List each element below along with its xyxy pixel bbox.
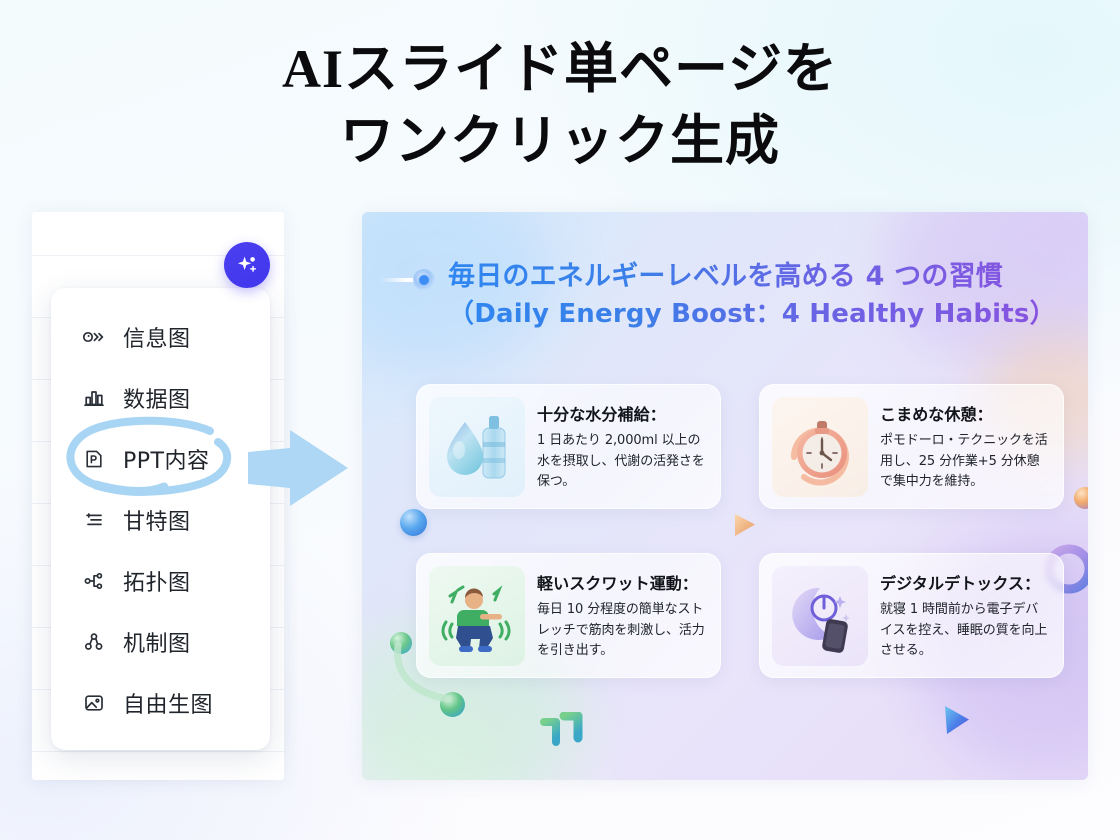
- menu-item-infographic[interactable]: 信息图: [51, 306, 270, 367]
- water-drop-bottle-icon: [429, 397, 525, 497]
- menu-item-data-chart[interactable]: 数据图: [51, 367, 270, 428]
- menu-item-label: 信息图: [123, 326, 191, 352]
- menu-item-gantt-chart[interactable]: 甘特图: [51, 489, 270, 550]
- image-icon: [81, 690, 107, 716]
- stopwatch-icon: [772, 397, 868, 497]
- habit-card[interactable]: デジタルデトックス： 就寝 1 時間前から電子デバイスを控え、睡眠の質を向上させ…: [759, 553, 1064, 678]
- menu-item-label: 甘特图: [123, 509, 191, 535]
- squat-exercise-icon: [429, 566, 525, 666]
- green-curve-decoration: [394, 641, 452, 703]
- topology-icon: [81, 568, 107, 594]
- habit-card[interactable]: こまめな休憩： ポモドーロ・テクニックを活用し、25 分作業+5 分休憩で集中力…: [759, 384, 1064, 509]
- water-illustration: [447, 416, 506, 479]
- sparkle-plus-icon: [237, 256, 256, 272]
- slide-title-block: 毎日のエネルギーレベルを高める 4 つの習慣 （Daily Energy Boo…: [380, 258, 1062, 333]
- habit-card-desc: ポモドーロ・テクニックを活用し、25 分作業+5 分休憩で集中力を維持。: [880, 433, 1048, 490]
- orange-triangle-decoration: [735, 514, 755, 536]
- digital-detox-illustration: [792, 587, 850, 653]
- squat-illustration: [441, 585, 511, 652]
- ai-sparkle-button[interactable]: [224, 242, 270, 288]
- habit-card-title: 軽いスクワット運動：: [537, 574, 699, 593]
- menu-item-mechanism[interactable]: 机制图: [51, 611, 270, 672]
- page-title-line1: AIスライド単ページを: [282, 39, 838, 99]
- menu-item-label: 拓扑图: [123, 570, 191, 596]
- orange-sphere-decoration: [1074, 487, 1088, 509]
- habit-card-title: 十分な水分補給：: [537, 405, 666, 424]
- editor-row: [32, 212, 284, 256]
- menu-item-free-image[interactable]: 自由生图: [51, 672, 270, 733]
- menu-item-label: 机制图: [123, 631, 191, 657]
- title-bullet-dot-icon: [413, 269, 435, 291]
- habit-card-title: こまめな休憩：: [880, 405, 993, 424]
- bar-chart-icon: [81, 385, 107, 411]
- habit-cards-grid: 十分な水分補給： 1 日あたり 2,000ml 以上の水を摂取し、代謝の活発さを…: [416, 384, 1064, 678]
- menu-item-ppt-content[interactable]: PPT内容: [51, 428, 270, 489]
- menu-item-topology[interactable]: 拓扑图: [51, 550, 270, 611]
- habit-card[interactable]: 軽いスクワット運動： 毎日 10 分程度の簡単なストレッチで筋肉を刺激し、活力を…: [416, 553, 721, 678]
- green-chevron-decoration: [540, 712, 583, 746]
- editor-row: [32, 690, 284, 752]
- pointer-arrow-right-icon: [248, 430, 348, 506]
- slide-title-main: 毎日のエネルギーレベルを高める 4 つの習慣: [448, 258, 1056, 296]
- habit-card[interactable]: 十分な水分補給： 1 日あたり 2,000ml 以上の水を摂取し、代謝の活発さを…: [416, 384, 721, 509]
- slide-preview[interactable]: 毎日のエネルギーレベルを高める 4 つの習慣 （Daily Energy Boo…: [362, 212, 1088, 780]
- mechanism-icon: [81, 629, 107, 655]
- title-leader-line: [380, 278, 418, 282]
- menu-item-label: PPT内容: [123, 448, 210, 474]
- ppt-file-icon: [81, 446, 107, 472]
- moon-phone-icon: [772, 566, 868, 666]
- page-title: AIスライド単ページを ワンクリック生成: [0, 34, 1120, 178]
- chart-type-menu[interactable]: 信息图 数据图 PPT内容: [51, 288, 270, 750]
- page-title-line2: ワンクリック生成: [340, 110, 780, 171]
- blue-triangle-decoration: [945, 706, 969, 734]
- blue-sphere-decoration: [400, 509, 427, 536]
- habit-card-desc: 就寝 1 時間前から電子デバイスを控え、睡眠の質を向上させる。: [880, 602, 1048, 659]
- habit-card-title: デジタルデトックス：: [880, 574, 1041, 593]
- gantt-chart-icon: [81, 507, 107, 533]
- menu-item-label: 自由生图: [123, 692, 214, 718]
- infographic-icon: [81, 324, 107, 350]
- stopwatch-illustration: [790, 421, 849, 486]
- habit-card-desc: 毎日 10 分程度の簡単なストレッチで筋肉を刺激し、活力を引き出す。: [537, 602, 705, 659]
- menu-item-label: 数据图: [123, 387, 191, 413]
- habit-card-desc: 1 日あたり 2,000ml 以上の水を摂取し、代謝の活発さを保つ。: [537, 433, 705, 490]
- slide-title-sub: （Daily Energy Boost：4 Healthy Habits）: [448, 296, 1056, 333]
